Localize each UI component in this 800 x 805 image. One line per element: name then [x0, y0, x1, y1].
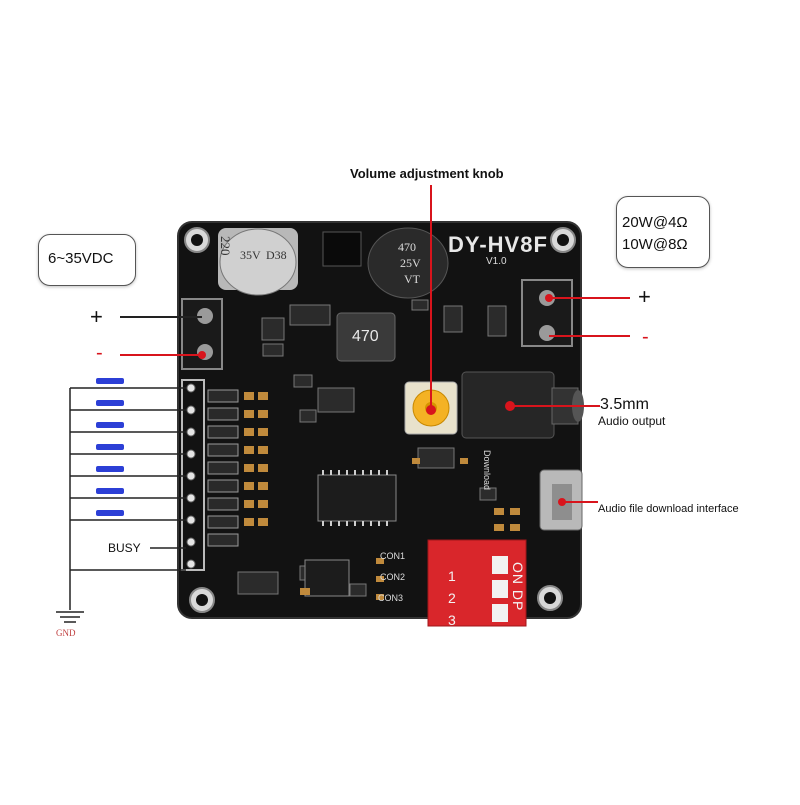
capacitor-left: [218, 228, 298, 296]
plus-left-label: +: [90, 304, 103, 329]
cap-left-code: D38: [266, 248, 287, 262]
mounting-holes: [184, 227, 576, 613]
cap-left-line-1: 220: [218, 236, 233, 256]
con2-label: CON2: [380, 572, 406, 582]
board-version: V1.0: [486, 256, 507, 267]
dip-header-label: ON DP: [510, 562, 526, 612]
plus-right-label: +: [638, 284, 651, 309]
download-interface-label: Audio file download interface: [598, 503, 739, 515]
dip-switch: [427, 539, 527, 627]
minus-right-label: -: [642, 326, 649, 348]
board-model: DY-HV8F: [448, 232, 548, 257]
power-spec-box: [616, 196, 710, 268]
inductor-value: 470: [352, 328, 379, 345]
audio-output-label: Audio output: [598, 414, 666, 428]
gnd-label: GND: [56, 628, 76, 638]
main-chip: [317, 474, 397, 522]
power-spec-1: 20W@4Ω: [622, 214, 688, 231]
voltage-label: 6~35VDC: [48, 250, 114, 267]
cap-right-voltage: 25V: [400, 256, 421, 270]
resistor-column: [207, 389, 239, 547]
con3-label: CON3: [378, 593, 404, 603]
cap-right-value: 470: [398, 240, 416, 254]
busy-label: BUSY: [108, 541, 141, 555]
ground-symbol: [56, 611, 84, 623]
header-pins: [186, 383, 196, 569]
audio-jack-size: 3.5mm: [600, 396, 649, 413]
pin-header: [181, 379, 205, 571]
dip-3-label: 3: [448, 612, 456, 628]
flash-chip: [304, 559, 350, 597]
voltage-box: [38, 234, 136, 286]
power-spec-2: 10W@8Ω: [622, 236, 688, 253]
cap-left-marking: 220: [218, 236, 233, 256]
capacitor-right: [367, 227, 449, 299]
cap-right-code: VT: [404, 272, 420, 286]
push-buttons: [96, 378, 124, 516]
ic-top: [322, 231, 362, 267]
minus-left-label: -: [96, 342, 103, 364]
dip-1-label: 1: [448, 568, 456, 584]
con1-label: CON1: [380, 551, 406, 561]
dip-2-label: 2: [448, 590, 456, 606]
cap-left-voltage: 35V: [240, 248, 261, 262]
inductor: [336, 312, 396, 362]
volume-knob-label: Volume adjustment knob: [350, 166, 504, 181]
download-silk: Download: [482, 450, 492, 491]
button-wiring: [69, 387, 186, 610]
